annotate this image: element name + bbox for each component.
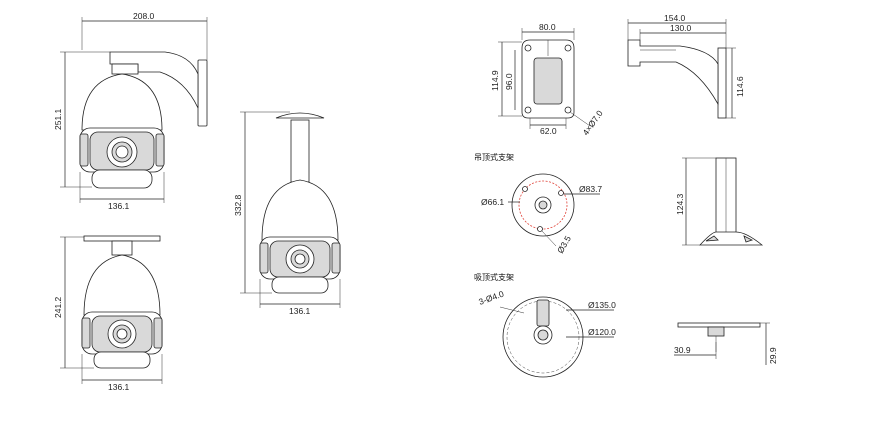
dim-62: 62.0 [540, 126, 557, 136]
ceiling-plate-top-view: 3-Ø4.0 Ø135.0 Ø120.0 [477, 289, 616, 378]
dim-136-c: 136.1 [289, 306, 311, 316]
dim-124: 124.3 [675, 193, 685, 215]
dim-154: 154.0 [664, 13, 686, 23]
dim-332: 332.8 [233, 194, 243, 216]
pendant-plate-top-view: Ø66.1 Ø83.7 Ø3.5 [481, 173, 602, 255]
pendant-side-view: 124.3 [675, 157, 764, 246]
camera-flush-mount-view: 241.2 136.1 [53, 235, 163, 392]
dim-83: Ø83.7 [579, 184, 602, 194]
dim-136-b: 136.1 [108, 382, 130, 392]
dim-208: 208.0 [133, 11, 155, 21]
dim-29-9: 29.9 [768, 347, 778, 364]
dim-130: 130.0 [670, 23, 692, 33]
bracket-back-view: 80.0 114.9 96.0 62.0 4×Ø7.0 [490, 22, 605, 137]
dim-114-9: 114.9 [490, 70, 500, 91]
dim-120: Ø120.0 [588, 327, 616, 337]
dim-holes-ceiling: 3-Ø4.0 [477, 289, 505, 307]
caption-ceiling-mount: 吸顶式支架 [474, 272, 514, 282]
dim-66: Ø66.1 [481, 197, 504, 207]
dim-80: 80.0 [539, 22, 556, 32]
dim-30-9: 30.9 [674, 345, 691, 355]
dim-holes: 4×Ø7.0 [580, 108, 604, 137]
dim-114-6: 114.6 [735, 76, 745, 97]
dim-136-a: 136.1 [108, 201, 130, 211]
dim-96: 96.0 [504, 73, 514, 90]
camera-pendant-mount-view: 332.8 136.1 [233, 111, 341, 316]
dim-241: 241.2 [53, 296, 63, 318]
caption-pendant-mount: 吊顶式支架 [474, 152, 514, 162]
dim-135: Ø135.0 [588, 300, 616, 310]
bracket-side-view: 154.0 130.0 114.6 [627, 13, 745, 119]
camera-wall-mount-view: 208.0 251.1 136.1 [53, 11, 208, 211]
ceiling-plate-side-view: 30.9 29.9 [674, 322, 778, 365]
dim-3-5: Ø3.5 [555, 234, 573, 255]
dim-251: 251.1 [53, 108, 63, 130]
